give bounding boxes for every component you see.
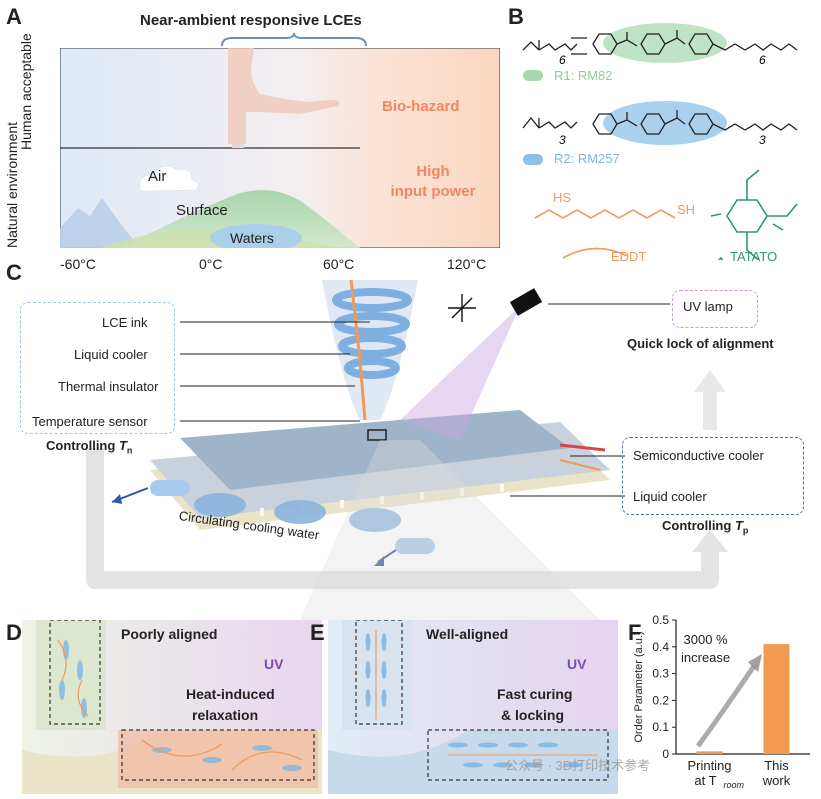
panel-a-chart [60, 48, 500, 248]
subscript-6-right: 6 [759, 53, 766, 67]
tn-symbol: T [118, 438, 127, 453]
panel-a-brace [221, 32, 367, 47]
high-power-label: High input power [378, 162, 488, 202]
tick-minus60: -60°C [60, 256, 96, 272]
y-tick-label: 0.2 [652, 693, 669, 707]
hs-text: HS [553, 190, 571, 205]
panel-d-illustration [22, 620, 322, 794]
waters-label: Waters [230, 230, 274, 246]
bar [696, 751, 723, 754]
watermark: 公众号 · 3D打印技术参考 [505, 758, 651, 773]
panel-b-structures: HS SH 6 6 3 3 [522, 23, 798, 260]
heat-relaxation-label: Heat-induced relaxation [186, 684, 275, 726]
increase-line-1: 3000 % [683, 632, 728, 647]
x-category-label: This [764, 758, 789, 773]
y-tick-label: 0.1 [652, 720, 669, 734]
y-tick-label: 0 [662, 747, 669, 761]
thermal-insulator-label: Thermal insulator [58, 379, 159, 394]
controlling-tn-label: Controlling Tn [46, 438, 132, 456]
panel-e-letter: E [310, 620, 325, 645]
tp-subscript: p [742, 525, 749, 536]
controlling-tp-label: Controlling Tp [662, 518, 748, 536]
panel-b-letter: B [508, 4, 524, 29]
semiconductive-cooler-label: Semiconductive cooler [633, 448, 764, 463]
panel-a-letter: A [6, 4, 22, 29]
y-tick-label: 0.5 [652, 613, 669, 627]
surface-label: Surface [176, 202, 228, 219]
x-category-subscript: room [724, 780, 745, 790]
well-aligned-label: Well-aligned [426, 626, 509, 642]
tn-subscript: n [126, 445, 133, 456]
y-tick-label: 0.3 [652, 667, 669, 681]
x-category-label: work [762, 773, 791, 788]
r2-swatch [523, 154, 543, 165]
uv-lamp-box [672, 290, 758, 328]
poorly-aligned-label: Poorly aligned [121, 626, 218, 642]
panel-a-ylabel-bottom: Natural environment [4, 121, 20, 248]
r1-label: R1: RM82 [554, 68, 613, 83]
uv-label-e: UV [567, 656, 587, 672]
eddt-label: EDDT [611, 249, 647, 264]
fast-curing-label: Fast curing & locking [497, 684, 572, 726]
subscript-3-right: 3 [759, 133, 766, 147]
controlling-tn-text: Controlling [46, 438, 116, 453]
lce-ink-label: LCE ink [102, 315, 148, 330]
air-label: Air [148, 168, 167, 185]
high-power-line-1: High [416, 163, 450, 180]
temperature-sensor-label: Temperature sensor [32, 414, 148, 429]
panel-e-illustration [328, 620, 618, 794]
heat-line-2: relaxation [192, 707, 259, 723]
y-tick-label: 0.4 [652, 640, 669, 654]
liquid-cooler-label-right: Liquid cooler [633, 489, 707, 504]
subscript-6-left: 6 [559, 53, 566, 67]
increase-line-2: increase [681, 650, 731, 665]
panel-f-letter: F [628, 620, 642, 645]
fast-line-1: Fast curing [497, 686, 573, 702]
increase-arrow [695, 664, 757, 748]
x-category-label: Printing [687, 758, 731, 773]
panel-c-illustration [86, 280, 728, 620]
increase-annotation: 3000 % increase [681, 631, 730, 667]
panel-a-ylabel-top: Human acceptable [18, 33, 34, 150]
panel-d-letter: D [6, 620, 22, 645]
controlling-tp-text: Controlling [662, 518, 732, 533]
r2-label: R2: RM257 [554, 151, 620, 166]
panel-a-title: Near-ambient responsive LCEs [140, 12, 362, 29]
bar [763, 644, 790, 754]
increase-arrowhead [748, 654, 762, 672]
fast-line-2: & locking [501, 707, 565, 723]
tp-symbol: T [734, 518, 743, 533]
cooler-labels-box [622, 437, 804, 515]
y-axis-label: Order Parameter (a.u.) [633, 631, 645, 742]
high-power-line-2: input power [390, 183, 476, 200]
biohazard-label: Bio-hazard [382, 98, 460, 115]
x-category-label: at T [694, 773, 716, 788]
uv-lamp-label: UV lamp [683, 299, 733, 314]
panel-c-letter: C [6, 260, 22, 285]
tick-60: 60°C [323, 256, 355, 272]
subscript-3-left: 3 [559, 133, 566, 147]
uv-label-d: UV [264, 656, 284, 672]
tick-120: 120°C [447, 256, 487, 272]
quick-lock-label: Quick lock of alignment [627, 336, 774, 351]
sh-text: SH [677, 202, 695, 217]
liquid-cooler-label-left: Liquid cooler [74, 347, 148, 362]
heat-line-1: Heat-induced [186, 686, 275, 702]
tick-0: 0°C [199, 256, 223, 272]
r1-swatch [523, 70, 543, 81]
tatato-label: TATATO [730, 249, 778, 264]
nozzle-labels-box [20, 302, 175, 434]
